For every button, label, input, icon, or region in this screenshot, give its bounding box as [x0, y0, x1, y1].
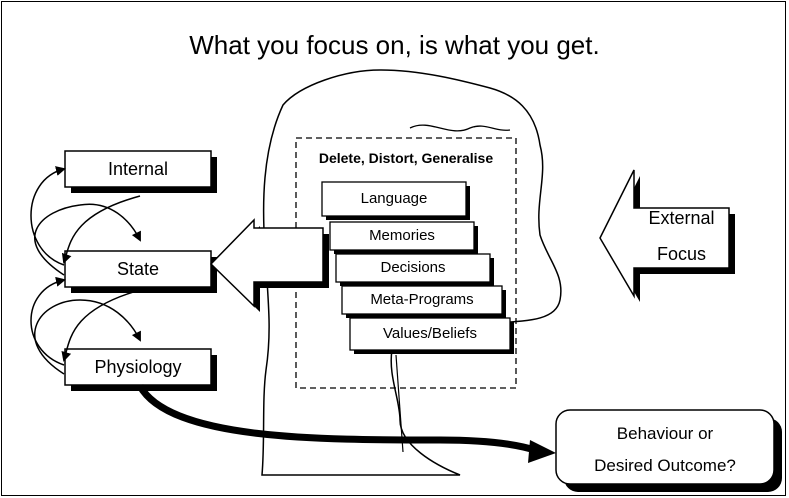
filter-stem-line [395, 354, 404, 453]
external-focus-arrow [599, 169, 730, 299]
outcome-box [555, 409, 775, 485]
layer-language [321, 181, 467, 217]
internal-label: Internal [107, 159, 169, 179]
layer-decisions-label: Decisions [380, 259, 446, 276]
layer-meta-programs-label: Meta-Programs [370, 291, 474, 308]
layer-meta-programs [341, 285, 503, 315]
layer-values-beliefs [349, 317, 511, 351]
state-box [64, 250, 212, 288]
physiology-box [64, 348, 212, 386]
big-left-arrow [209, 218, 324, 308]
outcome-arrow [136, 384, 540, 455]
filter-heading: Delete, Distort, Generalise [318, 150, 494, 166]
layer-decisions [335, 253, 491, 283]
focus-label: Focus [656, 244, 707, 264]
state-label: State [116, 259, 160, 279]
physiology-label: Physiology [94, 357, 182, 377]
layer-memories [329, 221, 475, 251]
external-label: External [648, 208, 715, 228]
layer-values-beliefs-label: Values/Beliefs [383, 325, 477, 342]
outcome-label-line2: Desired Outcome? [594, 456, 736, 475]
diagram-title: What you focus on, is what you get. [189, 30, 600, 60]
internal-box [64, 150, 212, 188]
feedback-loops [30, 166, 141, 375]
layer-memories-label: Memories [369, 227, 435, 244]
head-inner-line [409, 124, 511, 132]
layer-language-label: Language [360, 190, 428, 207]
outcome-label-line1: Behaviour or [616, 424, 714, 443]
